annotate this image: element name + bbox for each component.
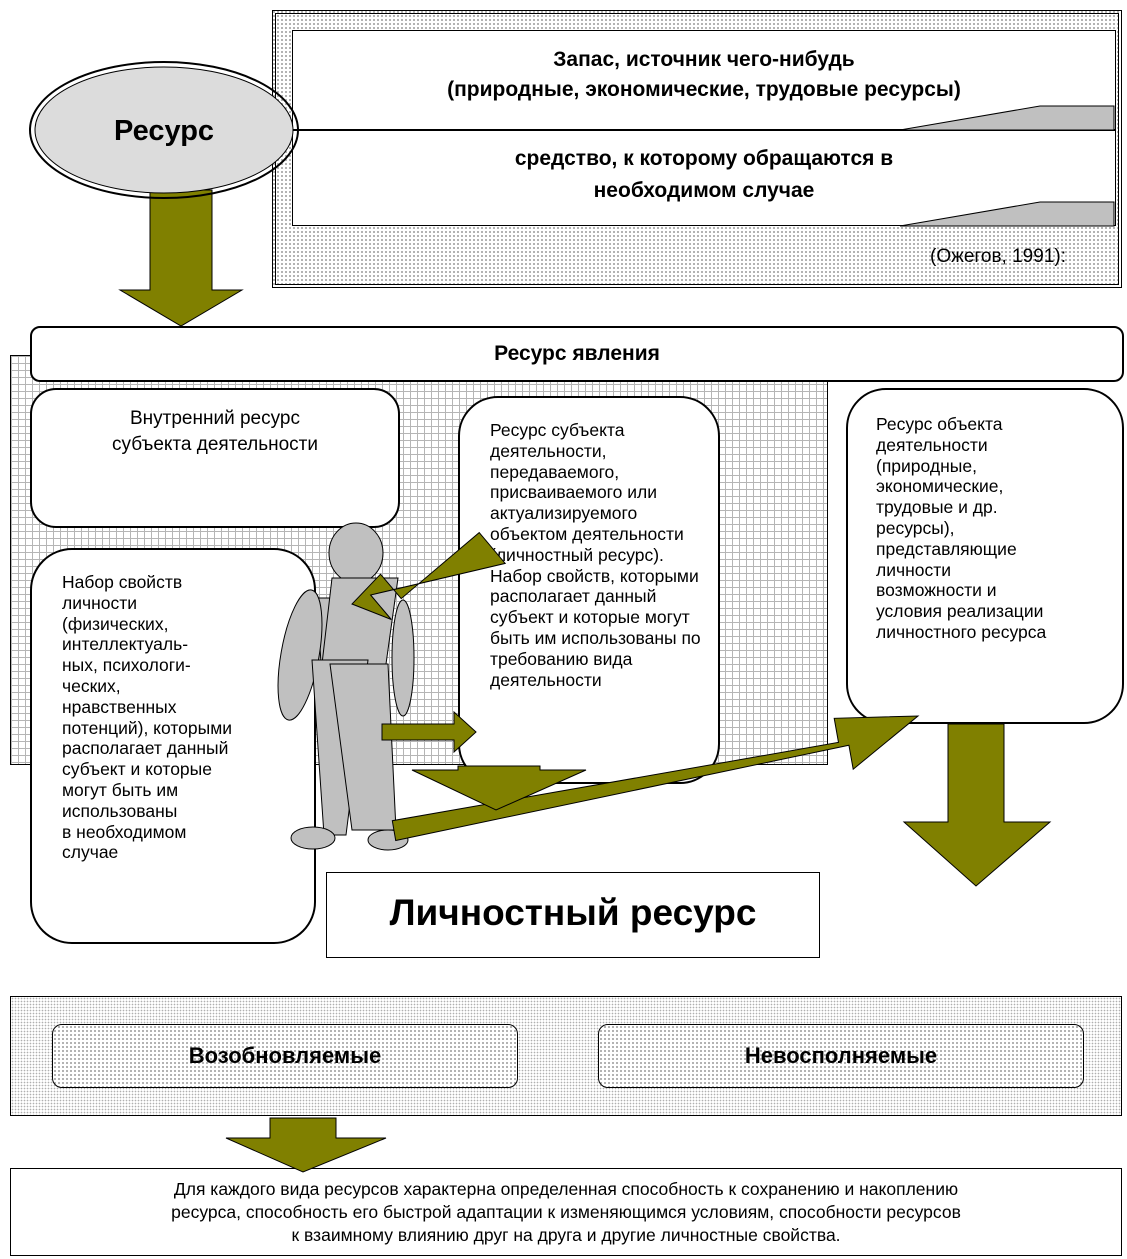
- definition-1-callout-tail: [899, 105, 1115, 131]
- personal-properties-line: интеллектуаль-: [62, 634, 189, 655]
- subject-resource-line: деятельности,: [490, 440, 607, 461]
- personal-properties-line: (физических,: [62, 613, 169, 634]
- personal-properties-line: могут быть им: [62, 779, 179, 800]
- object-resource-line: представляющие: [876, 538, 1017, 559]
- conclusion-line-1: Для каждого вида ресурсов характерна опр…: [173, 1179, 959, 1199]
- subject-resource-line: требованию вида: [490, 648, 633, 669]
- subject-resource-line: Ресурс субъекта: [490, 420, 625, 440]
- object-resource-line: деятельности: [876, 434, 988, 455]
- phenomenon-bar-label: Ресурс явления: [494, 342, 660, 365]
- personal-resource-box: Личностный ресурс: [326, 872, 820, 958]
- personal-properties-line: личности: [62, 592, 138, 613]
- nonrenewable-box: Невосполняемые: [598, 1024, 1084, 1088]
- personal-properties-line: нравственных: [62, 696, 177, 717]
- citation: (Ожегов, 1991):: [930, 246, 1066, 267]
- definition-box-1: Запас, источник чего-нибудь (природные, …: [292, 30, 1116, 130]
- personal-properties-line: использованы: [62, 800, 178, 821]
- resource-ellipse: Ресурс: [29, 61, 299, 199]
- personal-properties-line: в необходимом: [62, 821, 187, 842]
- conclusion-line-3: к взаимному влиянию друг на друга и друг…: [291, 1225, 841, 1245]
- renewable-box: Возобновляемые: [52, 1024, 518, 1088]
- down-arrow-types: [225, 1117, 387, 1173]
- personal-properties-line: случае: [62, 842, 119, 863]
- personal-properties-line: ных, психологи-: [62, 655, 191, 676]
- down-arrow-object-resource: [902, 723, 1052, 887]
- definition-2-callout-tail: [899, 201, 1115, 227]
- down-arrow-personal-resource: [411, 765, 587, 811]
- subject-resource-line: Набор свойств, которыми: [490, 565, 699, 586]
- object-resource-line: (природные,: [876, 455, 977, 476]
- object-resource-line: личности: [876, 559, 952, 580]
- arrow-to-object-resource: [391, 715, 920, 842]
- subject-resource-line: деятельности: [490, 669, 602, 690]
- definition-1-line-1: Запас, источник чего-нибудь: [553, 48, 855, 71]
- subject-resource-line: (личностный ресурс).: [490, 544, 664, 565]
- personal-properties-line: потенций), которыми: [62, 717, 233, 738]
- object-resource-line: возможности и: [876, 580, 997, 601]
- subject-resource-line: актуализируемого: [490, 503, 638, 524]
- inner-resource-line-2: субъекта деятельности: [112, 434, 318, 455]
- object-resource-line: условия реализации: [876, 601, 1044, 622]
- nonrenewable-label: Невосполняемые: [744, 1043, 938, 1068]
- inner-resource-box: Внутренний ресурс субъекта деятельности: [30, 388, 400, 528]
- object-resource-line: экономические,: [876, 476, 1004, 497]
- down-arrow-resource: [118, 189, 244, 327]
- person-figure-icon: [277, 522, 415, 851]
- arrow-to-person: [351, 531, 507, 620]
- object-resource-line: личностного ресурса: [876, 621, 1047, 642]
- definition-1-line-2: (природные, экономические, трудовые ресу…: [447, 78, 961, 101]
- personal-resource-label: Личностный ресурс: [389, 892, 757, 933]
- object-resource-line: Ресурс объекта: [876, 414, 1003, 434]
- subject-resource-line: передаваемого,: [490, 461, 620, 482]
- resource-ellipse-label: Ресурс: [114, 115, 214, 147]
- personal-properties-line: располагает данный: [62, 738, 229, 759]
- inner-resource-line-1: Внутренний ресурс: [130, 408, 300, 429]
- conclusion-line-2: ресурса, способность его быстрой адаптац…: [171, 1202, 961, 1222]
- object-resource-line: ресурсы),: [876, 517, 955, 538]
- subject-resource-line: располагает данный: [490, 586, 657, 607]
- subject-resource-line: объектом деятельности: [490, 523, 684, 544]
- renewable-label: Возобновляемые: [188, 1043, 382, 1068]
- personal-properties-line: ческих,: [62, 675, 121, 696]
- conclusion-box: Для каждого вида ресурсов характерна опр…: [10, 1168, 1122, 1256]
- definition-box-2: средство, к которому обращаются в необхо…: [292, 130, 1116, 226]
- subject-resource-line: быть им использованы по: [490, 627, 701, 648]
- object-resource-line: трудовые и др.: [876, 497, 998, 518]
- personal-properties-line: Набор свойств: [62, 572, 183, 592]
- phenomenon-bar: Ресурс явления: [30, 326, 1124, 382]
- definition-2-line-1: средство, к которому обращаются в: [514, 147, 894, 170]
- subject-resource-line: субъект и которые могут: [490, 607, 690, 628]
- definition-2-line-2: необходимом случае: [593, 179, 815, 202]
- personal-properties-line: субъект и которые: [62, 759, 212, 780]
- subject-resource-line: присваиваемого или: [490, 482, 658, 503]
- arrow-to-subject-resource: [381, 710, 477, 754]
